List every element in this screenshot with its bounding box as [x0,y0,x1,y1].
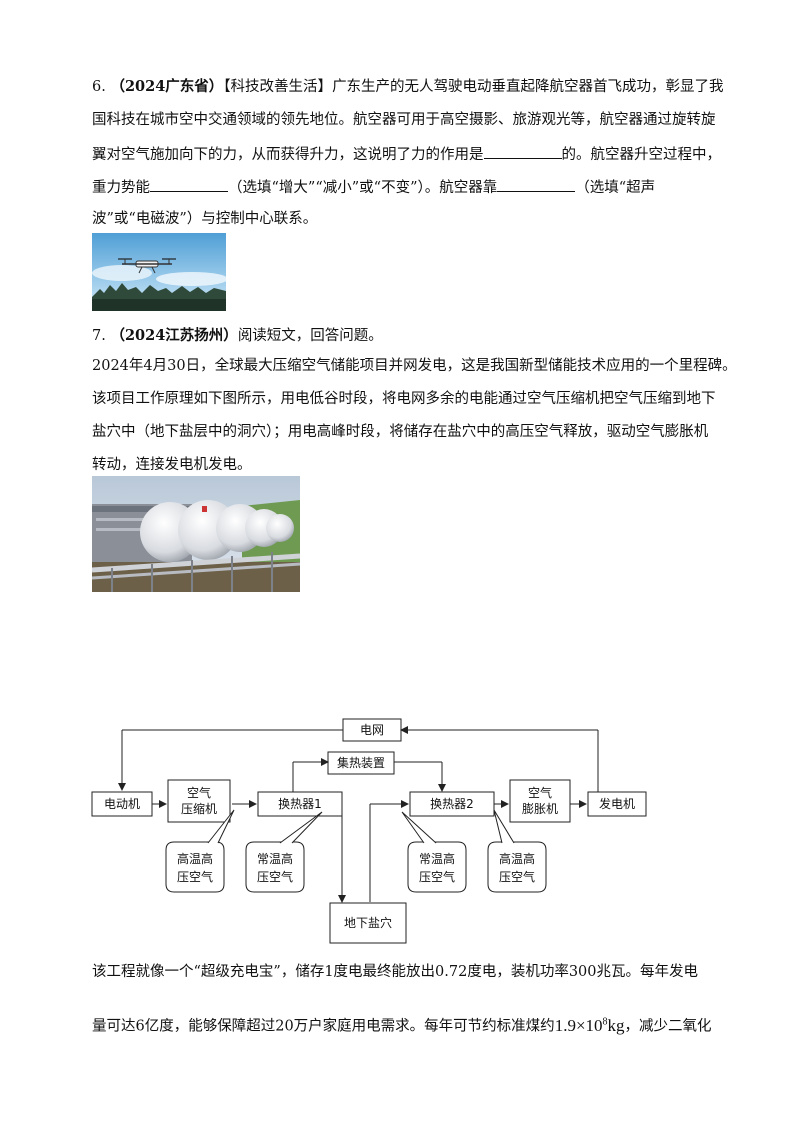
compressor-box [167,779,231,823]
q7-number: 7. [92,328,106,344]
callout-3-line-2: 压空气 [419,869,455,884]
compressor-label-1: 空气 [187,785,211,800]
q6-text-4c: （选填“超声 [575,180,656,196]
callout-4-pointer [493,809,515,844]
callout-4-line-2: 压空气 [499,869,535,884]
q6-number: 6. [92,79,106,95]
grid-box [342,718,402,742]
callout-1-line-1: 高温高 [177,851,213,866]
q6-line-3: 翼对空气施加向下的力，从而获得升力，这说明了力的作用是 的。航空器升空过程中， [92,144,721,164]
callout-1-line-2: 压空气 [177,869,213,884]
q7-intro: 阅读短文，回答问题。 [237,328,383,344]
collector-label: 集热装置 [337,755,385,770]
collector-box [327,751,395,775]
q6-text-4b: （选填“增大”“减小”或“不变”）。航空器靠 [228,180,498,196]
q7-para-3: 盐穴中（地下盐层中的洞穴）；用电高峰时段，将储存在盐穴中的高压空气释放，驱动空气… [92,424,709,440]
callout-2-line-1: 常温高 [257,851,293,866]
q7-para-2: 该项目工作原理如下图所示，用电低谷时段，将电网多余的电能通过空气压缩机把空气压缩… [92,391,716,407]
q7-text-6a: 量可达6亿度，能够保障超过20万户家庭用电需求。每年可节约标准煤约 [92,1018,555,1035]
q6-line-5: 波”或“电磁波”）与控制中心联系。 [92,211,318,227]
storage-tanks-image [92,476,300,592]
grid-label: 电网 [360,723,384,737]
compressor-label-2: 压缩机 [181,801,217,816]
formula-base: 1.9×10 [554,1015,603,1035]
q7-line-1: 7. （2024江苏扬州）阅读短文，回答问题。 [92,327,383,345]
q6-text-4a: 重力势能 [92,180,150,196]
q7-para-4: 转动，连接发电机发电。 [92,457,252,473]
q7-para-5: 该工程就像一个“超级充电宝”，储存1度电最终能放出0.72度电，装机功率300兆… [92,964,699,980]
q6-text-1: 广东生产的无人驾驶电动垂直起降航空器首飞成功，彰显了我 [332,79,724,95]
q6-line-4: 重力势能 （选填“增大”“减小”或“不变”）。航空器靠 （选填“超声 [92,177,655,197]
drone-photo [92,233,226,311]
hx1-label: 换热器1 [278,797,322,811]
answer-blank-3[interactable] [497,177,576,192]
q6-line-2: 国科技在城市空中交通领域的领先地位。航空器可用于高空摄影、旅游观光等，航空器通过… [92,112,716,128]
callout-1-pointer [207,809,235,844]
motor-box [91,791,153,817]
q6-topic: 【科技改善生活】 [223,79,333,95]
q7-text-6b: ，减少二氧化 [624,1018,712,1035]
q7-para-6: 量可达6亿度，能够保障超过20万户家庭用电需求。每年可节约标准煤约1.9×108… [92,1013,712,1036]
storage-tanks-photo [92,476,300,592]
callout-4-line-1: 高温高 [499,851,535,866]
callout-2-box [245,841,305,893]
hx1-box [257,791,343,817]
cave-box [329,902,407,944]
drone-photo-image [92,233,226,311]
hx2-box [409,791,495,817]
answer-blank-1[interactable] [483,144,562,159]
q6-text-3b: 的。航空器升空过程中， [561,147,722,163]
callout-3-line-1: 常温高 [419,851,455,866]
callout-4-box [487,841,547,893]
callout-3-box [407,841,467,893]
expander-label-1: 空气 [528,785,552,800]
generator-label: 发电机 [599,796,635,811]
motor-label: 电动机 [104,797,140,811]
hx2-label: 换热器2 [430,797,474,811]
q6-source: （2024广东省） [110,78,224,95]
callout-3-pointer [401,811,437,844]
expander-label-2: 膨胀机 [522,802,558,816]
callout-2-pointer [279,811,323,844]
generator-box [587,791,647,817]
coal-mass-formula: 1.9×108kg [555,1016,625,1035]
callout-1-box [165,841,225,893]
formula-exponent: 8 [602,1016,608,1027]
q6-line-1: 6. （2024广东省）【科技改善生活】广东生产的无人驾驶电动垂直起降航空器首飞… [92,78,724,96]
q7-para-1: 2024年4月30日，全球最大压缩空气储能项目并网发电，这是我国新型储能技术应用… [92,358,737,374]
answer-blank-2[interactable] [150,177,228,192]
energy-storage-flow-diagram: 电网 集热装置 电动机 空气 压缩机 换热器1 换热器2 空气 膨胀机 发电机 … [91,718,647,944]
callout-2-line-2: 压空气 [257,869,293,884]
q7-source: （2024江苏扬州） [110,327,238,344]
expander-box [509,779,571,823]
formula-unit: kg [607,1015,625,1035]
cave-label: 地下盐穴 [344,915,392,930]
q6-text-3a: 翼对空气施加向下的力，从而获得升力，这说明了力的作用是 [92,147,484,163]
